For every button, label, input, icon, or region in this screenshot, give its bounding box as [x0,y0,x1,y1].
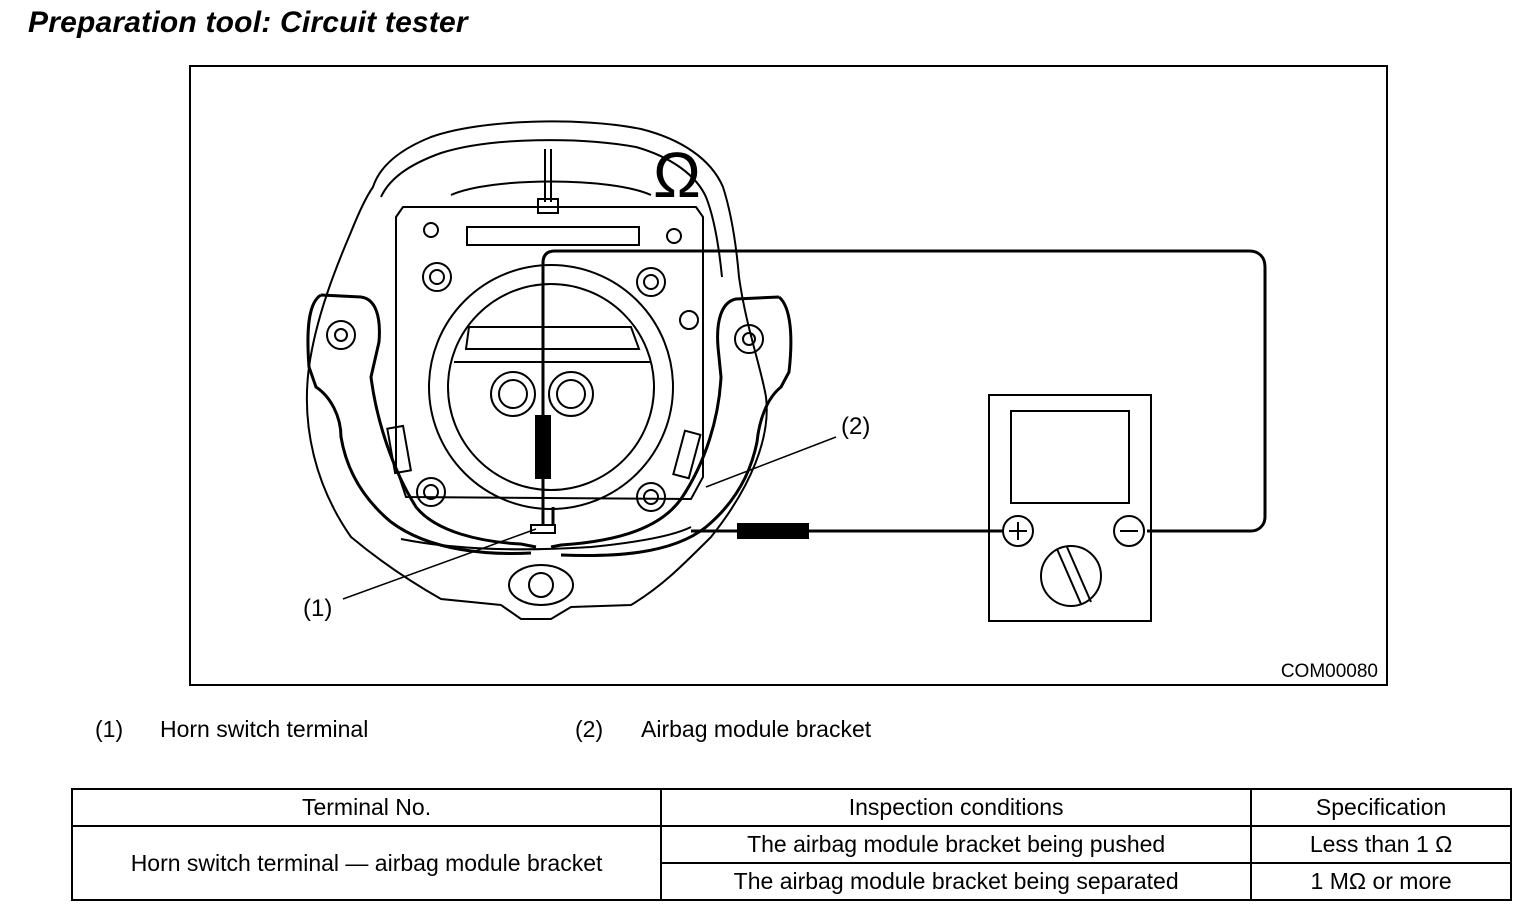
tester-display [1010,410,1130,504]
inflator-inner-ring [447,283,655,491]
table-row: The airbag module bracket being separate… [72,862,1512,901]
leader-line-1 [342,528,537,600]
airbag-module-diagram [305,120,1267,622]
bottom-bolt-boss [508,564,574,606]
condition-cell: The airbag module bracket being separate… [660,862,1253,901]
horn-terminal-probe [530,249,1267,534]
wire-to-minus [541,249,1267,533]
diagram-figure: Ω (1) (2) COM00080 [189,65,1388,686]
bolt-top-right [636,267,666,297]
callout-2-label: (2) [841,413,871,440]
table-row: Horn switch terminal — airbag module bra… [70,825,1512,901]
connector-right [548,371,594,417]
table-header: Inspection conditions [660,788,1253,827]
table-header-row: Terminal No. Inspection conditions Speci… [70,788,1512,827]
plus-terminal-icon [1002,515,1034,547]
leader-line-2 [705,436,837,488]
inflator-outer-ring [428,264,674,510]
table-header: Specification [1250,788,1512,827]
top-tab [537,198,559,214]
selector-knob-icon [1040,545,1102,607]
bolt-bottom-left [416,477,446,507]
minus-terminal-icon [1113,515,1145,547]
connector-left [490,371,536,417]
legend-number: (1) [95,716,124,742]
figure-code: COM00080 [1280,661,1378,682]
top-slot [466,226,640,246]
ohm-meter-icon: Ω [653,139,701,211]
legend-text: Horn switch terminal [160,716,369,742]
module-plate [395,206,704,501]
tester-body [988,394,1152,622]
horn-probe-handle [535,415,551,479]
spec-cell: 1 MΩ or more [1250,862,1512,901]
bolt-bottom-right [636,482,666,512]
module-outer-outline [305,120,768,620]
legend-text: Airbag module bracket [641,716,872,742]
bolt-top-left [422,262,452,292]
module-inner-outline [380,139,723,278]
inflator-slot [464,326,641,350]
terminal-cell: Horn switch terminal — airbag module bra… [70,825,663,901]
spec-cell: Less than 1 Ω [1250,825,1512,864]
page-title: Preparation tool: Circuit tester [28,6,468,39]
circuit-tester [988,394,1152,622]
right-bracket [550,295,793,558]
right-bracket-clip [672,429,702,480]
table-header: Terminal No. [70,788,663,827]
callout-1-label: (1) [303,595,333,622]
inspection-table: Terminal No. Inspection conditions Speci… [70,788,1512,901]
legend-number: (2) [575,716,604,742]
left-bracket [306,293,537,555]
condition-cell: The airbag module bracket being pushed [660,825,1253,864]
left-bracket-clip [386,424,413,475]
bracket-probe-handle [737,523,809,539]
